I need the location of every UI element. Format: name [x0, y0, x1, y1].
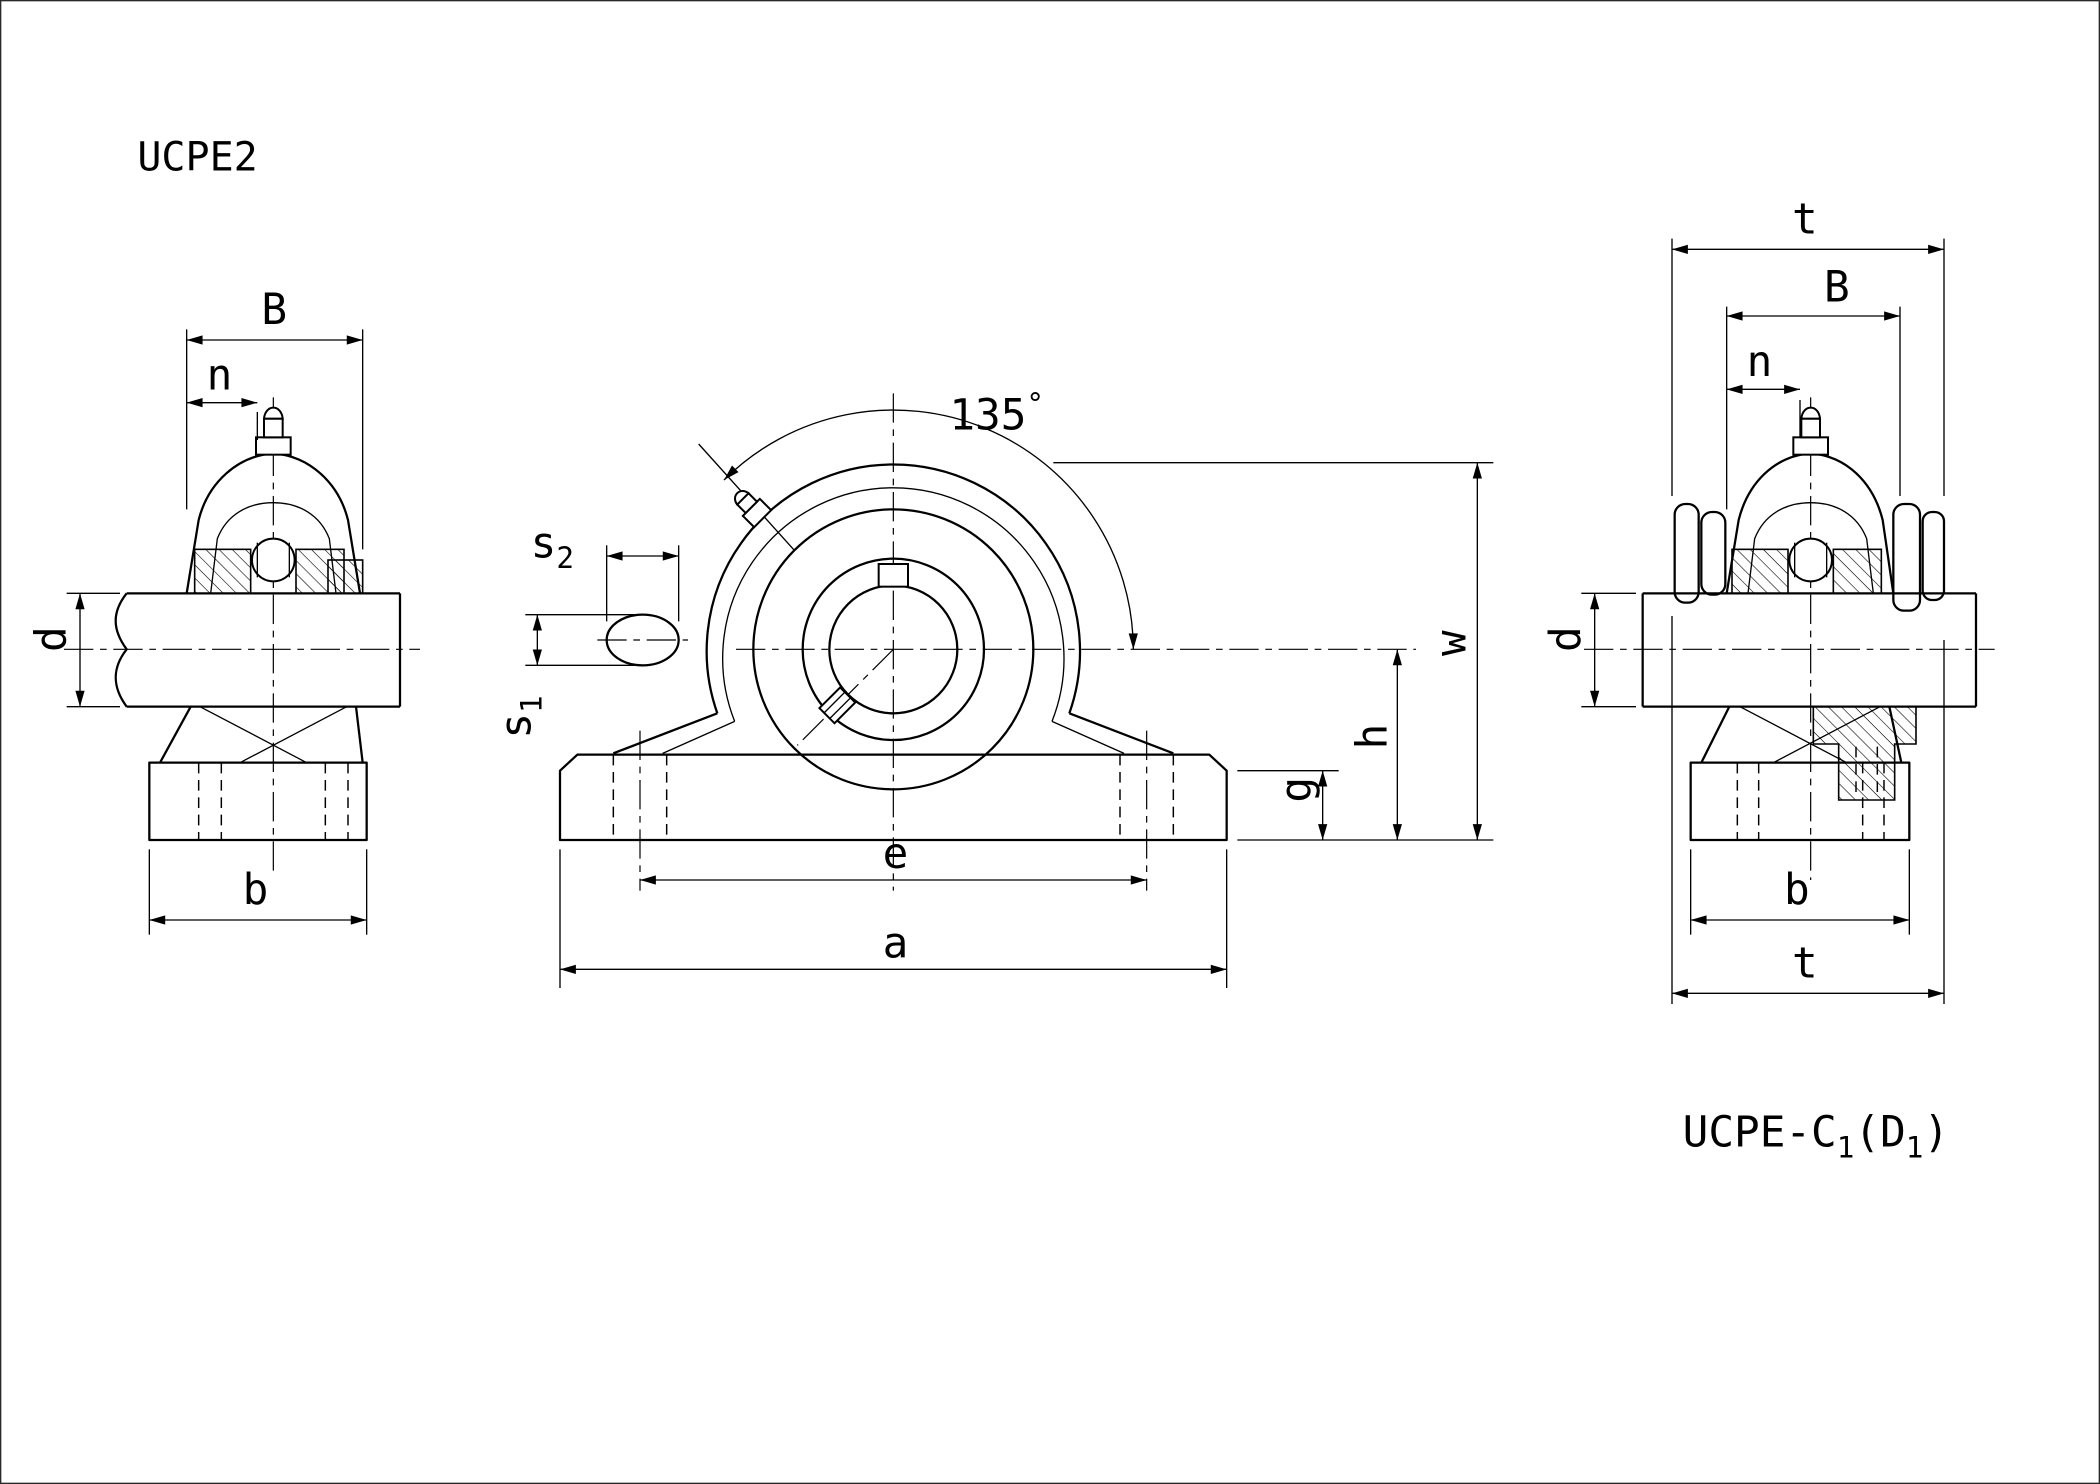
grease-fitting-body — [1800, 417, 1821, 439]
dim-label-s2: s2 — [531, 518, 574, 575]
right-dim-d: d — [1541, 592, 1636, 708]
front-dim-s1: s1 — [492, 614, 635, 739]
dim-label-d: d — [1541, 626, 1591, 652]
set-screw — [818, 686, 857, 725]
dim-label-n: n — [207, 350, 233, 400]
right-grease-fitting — [1792, 406, 1829, 456]
bearing-ball — [250, 537, 296, 583]
right-dim-n: n — [1726, 337, 1801, 438]
left-centerlines — [64, 397, 420, 878]
bearing-ball — [1788, 537, 1833, 583]
cover-section-hatch — [1812, 705, 1917, 801]
cover-ring-outer-left — [1673, 502, 1700, 604]
dim-label-w: w — [1426, 630, 1476, 656]
drawing-title: UCPE2 — [137, 135, 257, 181]
front-dim-h: h — [1348, 649, 1402, 840]
cover-ring-inner-right — [1892, 502, 1922, 612]
front-base — [558, 753, 1228, 842]
variant-caption: UCPE-C1(D1) — [1683, 1108, 1950, 1165]
shaft-break-line — [114, 592, 128, 708]
bolt-slot-detail — [605, 613, 680, 667]
dim-label-B: B — [261, 285, 287, 335]
leg-rib-line — [1773, 706, 1881, 764]
bolt-slot-ellipse — [605, 613, 680, 667]
front-dim-a: a — [559, 849, 1228, 988]
right-dim-t-bottom: t — [1671, 616, 1945, 1004]
left-housing — [185, 452, 364, 595]
dim-label-d: d — [26, 626, 76, 652]
front-dim-angle: 135° — [723, 386, 1138, 650]
dim-label-b: b — [1784, 865, 1810, 915]
dim-label-angle: 135° — [949, 386, 1044, 440]
leg-outline — [1700, 706, 1731, 764]
right-dim-b: b — [1690, 849, 1910, 935]
dim-label-s1: s1 — [492, 695, 549, 738]
cover-ring-inner-left — [1700, 510, 1727, 596]
housing-cap-inner-line — [210, 501, 337, 594]
dim-label-b: b — [243, 865, 269, 915]
front-dim-s2: s2 — [531, 518, 680, 622]
angle-dimension-arc — [723, 409, 1138, 650]
grease-fitting-dome — [1800, 406, 1822, 420]
dim-label-e: e — [883, 829, 909, 879]
dim-label-t-bottom: t — [1792, 938, 1818, 988]
front-dim-e: e — [640, 829, 1147, 885]
right-housing — [1673, 452, 1946, 801]
left-legs-and-base — [148, 706, 368, 842]
leg-outline — [612, 712, 718, 755]
dim-label-g: g — [1272, 777, 1322, 803]
front-view: 135° s2 s1 e a w — [492, 386, 1494, 988]
left-dim-b: b — [148, 849, 368, 935]
right-centerlines — [1584, 397, 1995, 880]
grease-fitting-body — [263, 417, 284, 439]
set-screw-body — [818, 686, 857, 725]
set-screw-thread-line — [829, 697, 852, 720]
locking-collar-hatch — [327, 559, 364, 595]
dim-label-t-top: t — [1792, 194, 1818, 244]
base-block — [1689, 761, 1911, 842]
dim-label-h: h — [1348, 724, 1398, 750]
leg-outline — [159, 706, 192, 764]
leg-rib-line — [239, 706, 347, 764]
bearing-section-hatch-left — [1731, 548, 1789, 595]
left-grease-fitting — [254, 406, 292, 456]
leg-inner-line — [662, 720, 735, 754]
cover-ring-outer-right — [1921, 510, 1946, 602]
bearing-section-hatch-right — [1832, 548, 1883, 595]
right-dim-B: B — [1726, 262, 1901, 510]
leg-rib-line — [1739, 706, 1847, 764]
left-dim-B: B — [186, 285, 364, 550]
front-dim-w: w — [1053, 462, 1494, 841]
leg-outline — [1888, 706, 1903, 763]
leg-rib-line — [199, 706, 307, 764]
left-dim-d: d — [26, 592, 120, 708]
leg-inner-line — [1051, 720, 1125, 754]
right-dim-t-top: t — [1671, 194, 1945, 496]
grease-fitting-dome — [262, 406, 284, 420]
right-side-view: t B n d b t — [1541, 194, 1995, 1004]
base-block — [148, 761, 368, 842]
set-screw-thread-line — [823, 691, 846, 714]
leg-outline — [1068, 712, 1174, 755]
left-dim-n: n — [186, 350, 258, 440]
dim-label-B: B — [1824, 262, 1850, 312]
dim-label-n: n — [1747, 337, 1773, 387]
dim-label-a: a — [883, 918, 909, 968]
grease-fitting-base — [254, 436, 292, 456]
grease-fitting-base — [1792, 436, 1829, 456]
keyway — [877, 562, 909, 588]
housing-cap-inner-line — [1747, 501, 1874, 594]
base-outline — [558, 753, 1228, 842]
leg-outline — [354, 706, 364, 763]
front-dim-g: g — [1237, 770, 1339, 840]
right-legs-and-base — [1689, 706, 1911, 842]
bearing-section-hatch-left — [193, 548, 252, 595]
left-side-view: B n d b — [26, 285, 420, 935]
